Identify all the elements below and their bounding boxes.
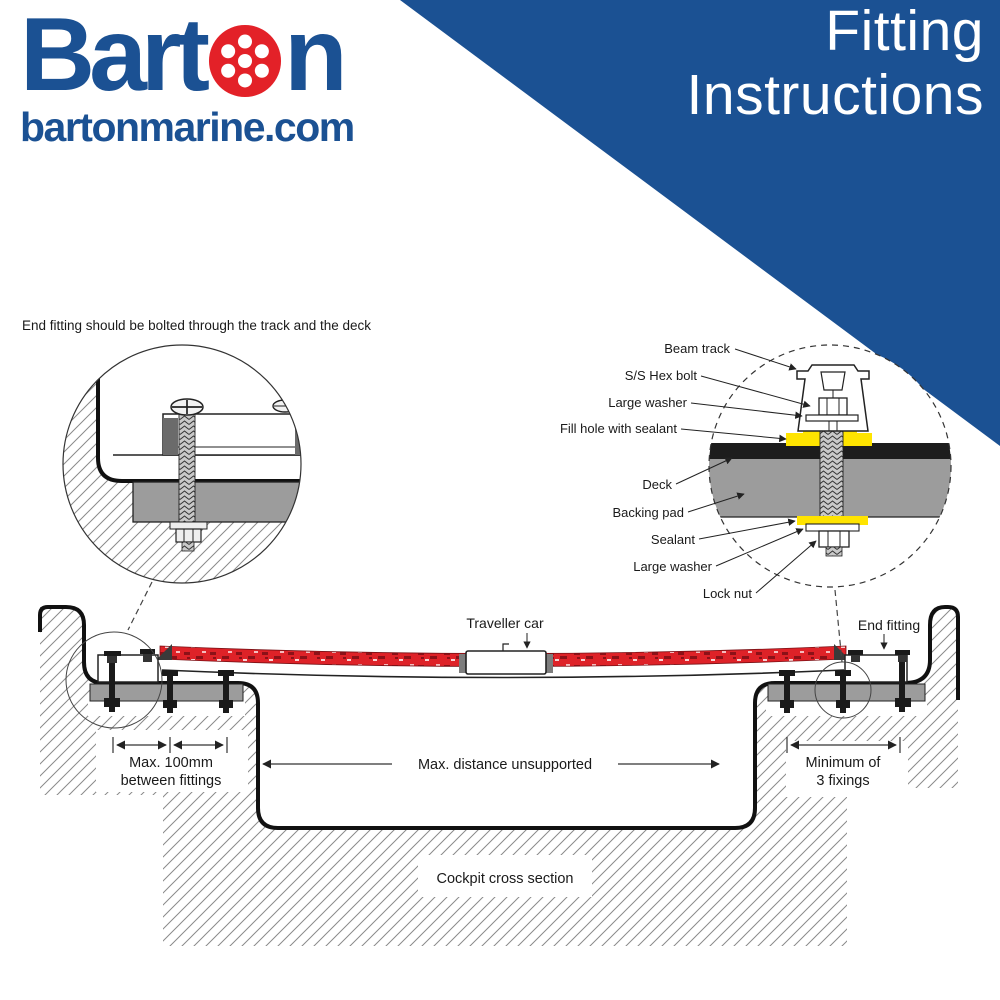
hull-outline	[38, 605, 960, 830]
dim-left: Max. 100mm between fittings	[112, 737, 228, 789]
hex-bolt-head	[818, 397, 848, 416]
track-left-cap	[163, 418, 178, 455]
detail-annotations: Beam track S/S Hex bolt Large washer Fil…	[560, 341, 817, 601]
right-nut-clearance	[766, 701, 927, 716]
dim-right-line1: Minimum of	[806, 755, 882, 771]
sealant-bottom	[797, 516, 868, 525]
traveller-car	[459, 643, 553, 675]
label-backing-pad: Backing pad	[612, 505, 684, 520]
traveller-car-label: Traveller car	[466, 615, 544, 631]
bolt-shaft-detail	[178, 413, 196, 523]
label-large-washer-top: Large washer	[608, 395, 687, 410]
beam-track-profile	[796, 364, 870, 432]
cockpit-label-box	[418, 855, 592, 897]
dim-right: Minimum of 3 fixings	[786, 737, 901, 789]
right-end-fitting	[844, 650, 910, 683]
beam-bottom-line	[161, 669, 845, 679]
cockpit-cross-section: Traveller car End fitting Max. 100mm bet…	[38, 581, 960, 946]
logo-tagline: bartonmarine.com	[20, 103, 355, 150]
left-end-fitting	[97, 649, 159, 683]
label-beam-track: Beam track	[664, 341, 730, 356]
bolt	[162, 670, 178, 713]
large-washer-top	[805, 414, 859, 422]
logo-text-part1: Bart	[20, 0, 210, 113]
bolt	[895, 662, 911, 712]
dim-center: Max. distance unsupported	[262, 757, 720, 773]
hex-bolt-shaft	[819, 430, 844, 531]
banner-line2: Instructions	[686, 62, 984, 127]
pulley-icon	[209, 24, 282, 97]
right-dim-box	[786, 741, 908, 797]
bolt	[779, 670, 795, 713]
banner-title: Fitting Instructions	[687, 0, 984, 128]
lock-nut	[818, 530, 850, 548]
label-large-washer-bottom: Large washer	[633, 559, 712, 574]
right-callout-leader	[834, 589, 843, 663]
hull-hatch-region	[40, 607, 958, 946]
label-fill-sealant: Fill hole with sealant	[560, 421, 677, 436]
cockpit-section-label: Cockpit cross section	[437, 871, 574, 887]
bolt-tip	[825, 546, 843, 557]
right-callout-circle	[814, 661, 872, 719]
left-detail-caption: End fitting should be bolted through the…	[22, 318, 371, 333]
label-deck: Deck	[642, 477, 672, 492]
left-callout-circle	[65, 631, 163, 729]
nut-detail	[175, 528, 202, 543]
logo-wordmark: Bart n	[20, 0, 354, 113]
banner-line1: Fitting	[825, 0, 984, 63]
bolt	[104, 663, 120, 712]
large-washer-bottom	[805, 523, 860, 532]
dim-center-label: Max. distance unsupported	[418, 757, 592, 773]
left-callout-leader	[127, 581, 153, 631]
washer-detail	[169, 521, 208, 530]
hull-hatch-detail	[63, 345, 301, 583]
right-detail-circle: Beam track S/S Hex bolt Large washer Fil…	[560, 341, 952, 601]
fixing-bolts	[104, 662, 911, 713]
track-left-clamp	[156, 644, 172, 660]
left-nut-clearance	[88, 701, 245, 716]
label-lock-nut: Lock nut	[703, 586, 753, 601]
end-fitting-label: End fitting	[858, 617, 920, 633]
logo-text-part2: n	[284, 0, 347, 113]
label-sealant: Sealant	[651, 532, 695, 547]
dim-right-line2: 3 fixings	[816, 773, 869, 789]
label-hex-bolt: S/S Hex bolt	[625, 368, 698, 383]
dim-left-line2: between fittings	[121, 773, 222, 789]
dim-left-line1: Max. 100mm	[129, 755, 213, 771]
left-dim-box	[96, 730, 248, 792]
deck-edge-outline	[96, 345, 301, 483]
left-detail-circle	[62, 344, 302, 584]
backing-pad-detail	[132, 481, 301, 523]
bolt	[218, 670, 234, 713]
bolt-tip-detail	[181, 541, 195, 552]
barton-logo: Bart n bartonmarine.com	[20, 0, 355, 151]
bolt	[835, 670, 851, 713]
